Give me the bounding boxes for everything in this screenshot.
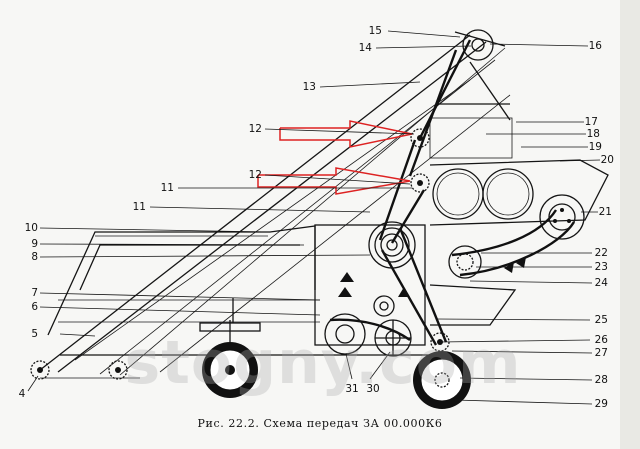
- pulley-31: [324, 313, 366, 355]
- sprocket-12-upper: [410, 128, 430, 148]
- callout-26: 26: [595, 334, 609, 346]
- idler-pulley: [373, 295, 395, 317]
- figure-caption: Рис. 22.2. Схема передач ЗА 00.000К6: [197, 417, 443, 430]
- callout-29: 29: [595, 398, 608, 410]
- chain-drives: [329, 39, 576, 346]
- callout-labels: 15 14 16 13 12 17 18 19 20 12 11 11 21 1…: [19, 25, 614, 410]
- callout-27: 27: [595, 347, 608, 359]
- pulley-21: [539, 194, 585, 240]
- callout-13: 13: [303, 81, 316, 93]
- highlight-arrow-lower: [257, 167, 411, 195]
- callout-30: 30: [366, 383, 379, 395]
- callout-10: 10: [25, 222, 38, 234]
- highlight-arrow-upper: [279, 120, 413, 148]
- callout-9: 9: [31, 238, 38, 250]
- callout-4: 4: [19, 388, 26, 400]
- callout-12-lower: 12: [249, 169, 262, 181]
- callout-8: 8: [31, 251, 38, 263]
- drum-19: [482, 168, 534, 220]
- front-wheel: [199, 298, 261, 398]
- callout-19: 19: [589, 141, 602, 153]
- callout-18: 18: [587, 128, 600, 140]
- pulley-15: [462, 29, 494, 61]
- callout-28: 28: [595, 374, 608, 386]
- callout-5: 5: [31, 328, 38, 340]
- callout-22: 22: [595, 247, 608, 259]
- callout-17: 17: [585, 116, 598, 128]
- callout-11-upper: 11: [161, 182, 174, 194]
- sprocket-3: [108, 360, 128, 380]
- leader-lines: [27, 30, 601, 405]
- callout-31: 31: [345, 383, 358, 395]
- callout-23: 23: [595, 261, 608, 273]
- callout-6: 6: [31, 301, 38, 313]
- hopper-body: [40, 117, 609, 379]
- pulley-30: [374, 319, 412, 357]
- callout-7: 7: [31, 287, 38, 299]
- callout-20: 20: [601, 154, 614, 166]
- callout-21: 21: [599, 206, 612, 218]
- pulley-23: [448, 245, 482, 279]
- drive-pulley-large: [368, 221, 416, 269]
- drum-18: [432, 168, 484, 220]
- callout-16: 16: [589, 40, 603, 52]
- callout-25: 25: [595, 314, 608, 326]
- background-page-edge: [620, 0, 640, 449]
- callout-15: 15: [369, 25, 382, 37]
- callout-11-lower: 11: [133, 201, 146, 213]
- callout-12-upper: 12: [249, 123, 262, 135]
- sprocket-12-lower: [410, 173, 430, 193]
- sprocket-4: [30, 360, 50, 380]
- rear-wheel-28: [413, 351, 471, 409]
- callout-14: 14: [359, 42, 373, 54]
- callout-24: 24: [595, 277, 609, 289]
- motion-arrowheads: [338, 257, 526, 297]
